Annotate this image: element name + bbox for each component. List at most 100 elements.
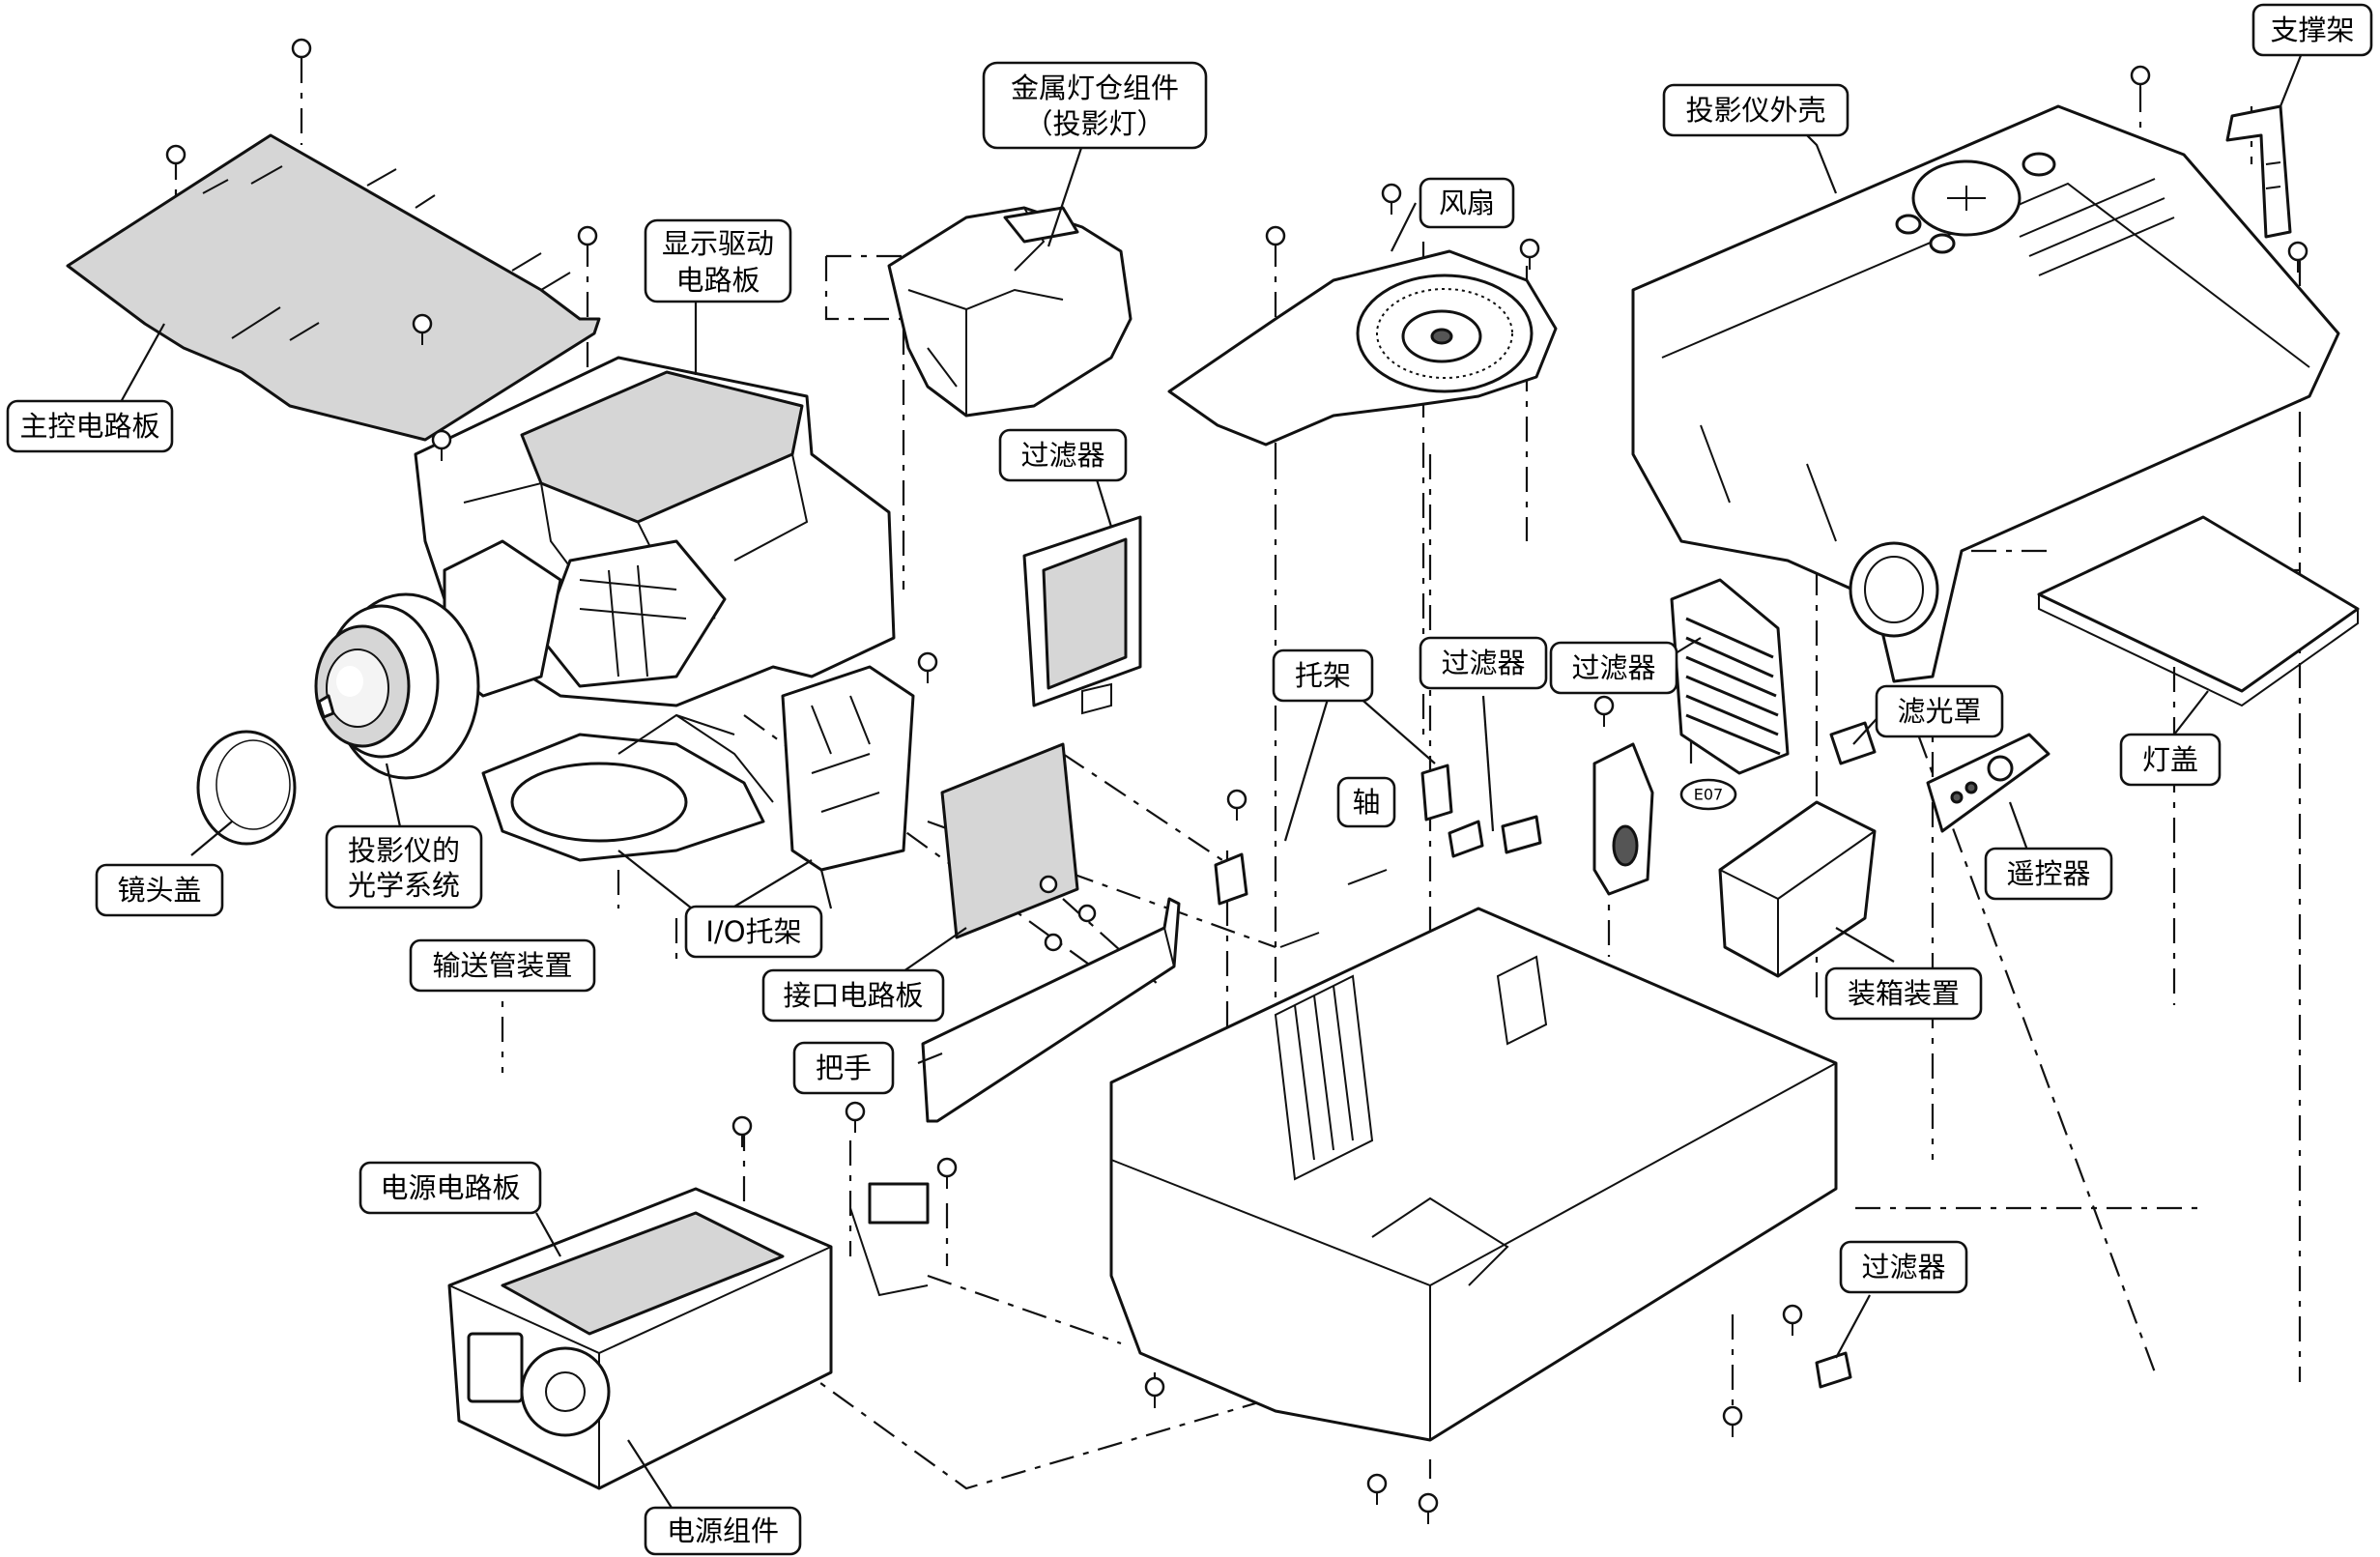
screw-icon [412, 313, 433, 345]
screw-icon [1044, 933, 1063, 952]
svg-text:显示驱动: 显示驱动 [662, 227, 774, 260]
label-duct-assembly: 输送管装置 [409, 938, 596, 993]
svg-text:过滤器: 过滤器 [1020, 439, 1104, 472]
screw-icon [1782, 1304, 1803, 1336]
label-fan: 风扇 [1419, 177, 1515, 229]
screw-icon [1593, 695, 1615, 727]
svg-text:托架: 托架 [1295, 659, 1351, 692]
label-projector-shell: 投影仪外壳 [1662, 83, 1850, 137]
label-filter-cover: 滤光罩 [1875, 684, 2004, 738]
svg-text:电源组件: 电源组件 [667, 1514, 779, 1547]
label-bracket: 托架 [1272, 649, 1374, 703]
svg-text:轴: 轴 [1352, 786, 1380, 819]
svg-text:灯盖: 灯盖 [2142, 743, 2198, 776]
screw-icon [1077, 904, 1097, 923]
screw-icon [431, 429, 452, 461]
svg-text:电路板: 电路板 [675, 264, 760, 297]
screw-icon [1381, 183, 1402, 215]
label-support-frame: 支撑架 [2251, 3, 2373, 57]
screw-icon [577, 225, 598, 257]
optical-engine [414, 356, 896, 707]
screw-icon [1265, 225, 1286, 257]
screws [165, 38, 2308, 1524]
packing-unit [1718, 800, 1877, 978]
screw-icon [1722, 1405, 1743, 1437]
lens-assembly [314, 592, 480, 780]
screw-icon [291, 38, 312, 70]
filter-lamp-side [1022, 515, 1142, 715]
screw-icon [1519, 238, 1540, 270]
label-part-code: E07 [1679, 778, 1737, 811]
screw-icon [1226, 789, 1247, 821]
svg-text:把手: 把手 [816, 1052, 872, 1084]
speaker-bracket [1592, 742, 1654, 896]
screw-icon [936, 1157, 958, 1189]
label-lamp-cover: 灯盖 [2119, 733, 2222, 787]
io-bracket [781, 665, 915, 872]
labels: 主控电路板 显示驱动 电路板 金属灯仓组件 （投影灯） 风扇 投影仪外壳 支撑架… [6, 3, 2373, 1556]
screw-icon [165, 144, 186, 176]
label-power-board: 电源电路板 [358, 1161, 542, 1215]
svg-text:遥控器: 遥控器 [2006, 857, 2090, 890]
carry-handle [921, 897, 1181, 1123]
label-interface-board: 接口电路板 [761, 968, 945, 1023]
label-lens-cap: 镜头盖 [95, 863, 224, 917]
screw-icon [731, 1115, 753, 1147]
svg-text:接口电路板: 接口电路板 [783, 979, 923, 1012]
svg-text:过滤器: 过滤器 [1441, 647, 1525, 679]
label-lamp-housing: 金属灯仓组件 （投影灯） [982, 61, 1208, 150]
interface-board [940, 742, 1079, 939]
svg-text:投影仪外壳: 投影仪外壳 [1685, 94, 1825, 127]
base-housing [1109, 907, 1838, 1442]
screw-icon [917, 651, 938, 683]
fan-unit [1167, 249, 1558, 447]
screw-icon [2287, 241, 2308, 273]
label-shaft: 轴 [1336, 776, 1396, 828]
label-packing-unit: 装箱装置 [1824, 966, 1983, 1021]
power-unit [447, 1182, 930, 1490]
label-remote: 遥控器 [1984, 847, 2113, 901]
screw-icon [1039, 875, 1058, 894]
svg-text:过滤器: 过滤器 [1861, 1251, 1945, 1283]
main-board [66, 133, 601, 442]
screw-icon [845, 1101, 866, 1133]
screw-icon [2130, 65, 2151, 97]
svg-text:装箱装置: 装箱装置 [1848, 977, 1960, 1010]
small-parts [1214, 764, 1852, 1389]
svg-text:光学系统: 光学系统 [348, 869, 460, 902]
screw-icon [1144, 1376, 1165, 1408]
lamp-cover [2037, 515, 2360, 707]
svg-text:支撑架: 支撑架 [2270, 14, 2354, 46]
label-main-board: 主控电路板 [6, 399, 174, 453]
svg-text:主控电路板: 主控电路板 [19, 410, 159, 443]
svg-text:E07: E07 [1694, 786, 1723, 804]
label-display-driver-board: 显示驱动 电路板 [644, 218, 792, 303]
duct-assembly [481, 713, 774, 862]
label-power-unit: 电源组件 [644, 1506, 802, 1556]
label-io-bracket: I/O托架 [684, 905, 823, 959]
svg-text:电源电路板: 电源电路板 [380, 1171, 520, 1204]
svg-text:金属灯仓组件: 金属灯仓组件 [1011, 72, 1179, 104]
svg-text:风扇: 风扇 [1439, 187, 1495, 219]
lamp-housing [887, 206, 1133, 418]
label-handle: 把手 [792, 1041, 895, 1095]
svg-text:投影仪的: 投影仪的 [348, 834, 460, 867]
svg-text:（投影灯）: （投影灯） [1024, 107, 1164, 140]
lens-cap [196, 730, 297, 846]
screw-icon [1366, 1473, 1388, 1505]
label-optics: 投影仪的 光学系统 [325, 824, 483, 909]
svg-text:输送管装置: 输送管装置 [432, 949, 572, 982]
label-filter-4: 过滤器 [1839, 1240, 1968, 1294]
svg-text:镜头盖: 镜头盖 [117, 874, 201, 907]
screw-icon [1418, 1492, 1439, 1524]
projector-shell [1631, 104, 2340, 683]
svg-text:滤光罩: 滤光罩 [1897, 695, 1981, 728]
label-filter-1: 过滤器 [998, 428, 1128, 482]
remote-control [1926, 733, 2050, 833]
svg-text:过滤器: 过滤器 [1571, 651, 1655, 684]
label-filter-3: 过滤器 [1549, 641, 1678, 695]
label-filter-2: 过滤器 [1419, 636, 1548, 690]
filter-grill [1670, 578, 1790, 775]
svg-text:I/O托架: I/O托架 [705, 915, 801, 948]
